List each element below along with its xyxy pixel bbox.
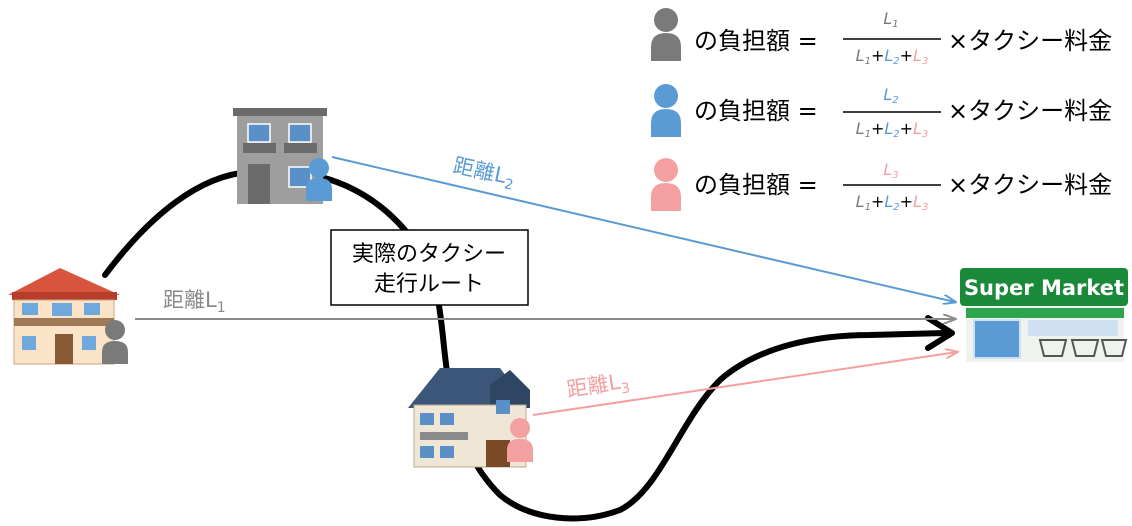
fraction-3: L3 L1+L2+L3 xyxy=(843,160,941,213)
distance-line-l3 xyxy=(532,352,957,416)
formula-rhs-3: ×タクシー料金 xyxy=(948,171,1112,199)
formula-lhs-2: の負担額 = xyxy=(694,97,818,125)
svg-text:L2: L2 xyxy=(883,85,898,106)
formula-rhs-2: ×タクシー料金 xyxy=(948,97,1112,125)
distance-line-l2 xyxy=(331,156,955,302)
person-icon-legend-1 xyxy=(651,8,681,61)
route-label-box: 実際のタクシー 走行ルート xyxy=(330,229,529,306)
route-label-line1: 実際のタクシー xyxy=(352,242,506,267)
formula-row-3: の負担額 = L3 L1+L2+L3 ×タクシー料金 xyxy=(651,158,1112,213)
formula-lhs-1: の負担額 = xyxy=(694,27,818,55)
svg-text:L1+L2+L3: L1+L2+L3 xyxy=(856,46,929,67)
fraction-2: L2 L1+L2+L3 xyxy=(843,85,941,140)
svg-text:L1: L1 xyxy=(883,9,898,30)
person-icon-legend-3 xyxy=(651,158,681,211)
fraction-1: L1 L1+L2+L3 xyxy=(843,9,941,67)
formula-row-1: の負担額 = L1 L1+L2+L3 ×タクシー料金 xyxy=(651,8,1112,67)
distance-label-l1: 距離L1 xyxy=(163,288,226,316)
formula-rhs-1: ×タクシー料金 xyxy=(948,27,1112,55)
store-sign-text: Super Market xyxy=(964,276,1124,300)
person-icon-1 xyxy=(102,320,128,364)
person-icon-2 xyxy=(306,158,332,201)
formula-lhs-3: の負担額 = xyxy=(694,171,818,199)
taxi-route-arrowhead xyxy=(925,315,955,351)
supermarket-icon: Super Market xyxy=(960,268,1128,362)
distance-label-l3: 距離L3 xyxy=(565,368,631,405)
person-icon-3 xyxy=(507,418,533,462)
person-icon-legend-2 xyxy=(651,84,681,137)
svg-text:L1+L2+L3: L1+L2+L3 xyxy=(856,192,929,213)
svg-text:L1+L2+L3: L1+L2+L3 xyxy=(856,119,929,140)
route-label-line2: 走行ルート xyxy=(374,272,484,297)
svg-text:L3: L3 xyxy=(883,160,898,181)
house-red-roof-icon xyxy=(8,268,120,365)
formula-row-2: の負担額 = L2 L1+L2+L3 ×タクシー料金 xyxy=(651,84,1112,140)
